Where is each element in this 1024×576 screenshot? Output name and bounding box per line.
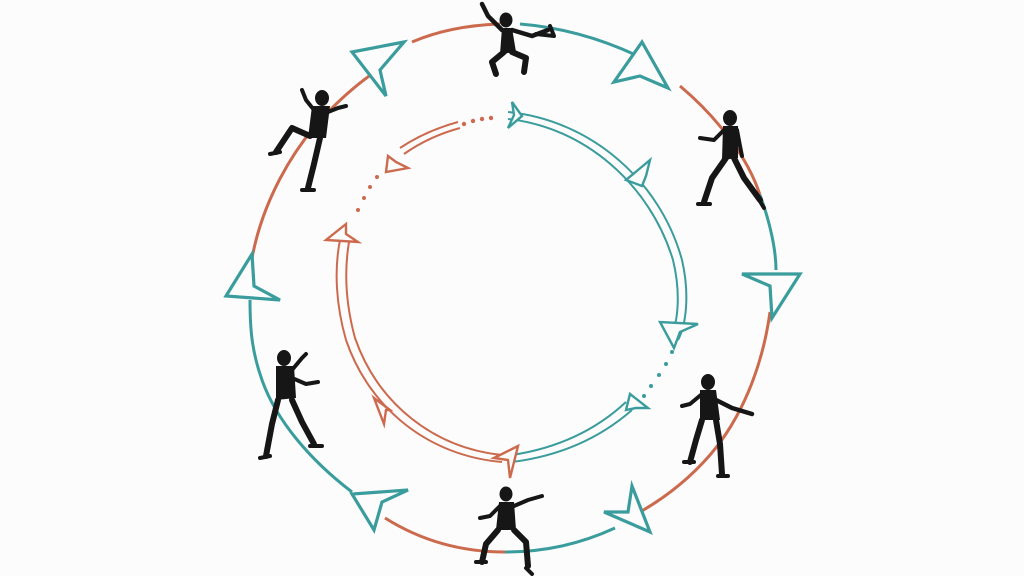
outer-arc-bottom-right (504, 526, 616, 554)
dotted-gap-top (461, 115, 494, 127)
inner-arc-coral-inner (345, 241, 503, 456)
inner-arc-coral-top-inner (403, 127, 461, 155)
inner-arrowhead-lower-right (624, 391, 652, 412)
inner-arc-teal-lower-inner (511, 401, 627, 456)
inner-arc-coral-top-outer (399, 121, 459, 149)
outer-arrowhead-top-right (610, 39, 672, 92)
outer-arrowhead-bottom-left (349, 488, 409, 534)
walking-person-icon (696, 110, 766, 210)
crouching-person-icon (680, 374, 755, 478)
outer-arrowhead-lower-right (603, 479, 653, 536)
inner-arc-teal-lower-outer (511, 409, 633, 463)
inner-arrowhead-left (322, 221, 363, 244)
outer-arrowheads (223, 39, 803, 536)
outer-arrowhead-top-left (349, 39, 409, 97)
inner-arrowhead-bottom (490, 443, 520, 479)
inner-arrowheads (322, 101, 699, 479)
guard-person-icon (258, 350, 324, 460)
inner-dotted-gaps (356, 115, 674, 398)
dotted-gap-lower-right (642, 350, 674, 398)
inner-arrowhead-lower-left (371, 394, 394, 429)
inner-arc-coral-outer (335, 239, 503, 463)
inner-arrowhead-upper-right (623, 156, 653, 188)
inner-arrowhead-top-right (506, 101, 524, 129)
outer-arc-bottom-left (384, 516, 506, 554)
inner-arc-teal-inner (507, 118, 679, 337)
inner-arrowhead-upper-left (384, 153, 412, 174)
outer-arrowhead-left (223, 248, 281, 302)
leaping-person-icon (479, 1, 556, 77)
inner-arc-teal-outer (507, 111, 688, 341)
outer-arc-lower-right (639, 311, 772, 514)
outer-arc-left (248, 299, 353, 494)
stance-person-icon (474, 486, 544, 576)
inner-arrowhead-right (657, 320, 699, 351)
stepping-person-icon (268, 88, 348, 192)
outer-arrowhead-right (741, 272, 803, 324)
inner-ring (335, 111, 688, 463)
outer-arc-top-left (411, 22, 501, 44)
dotted-gap-upper-left (356, 175, 379, 212)
